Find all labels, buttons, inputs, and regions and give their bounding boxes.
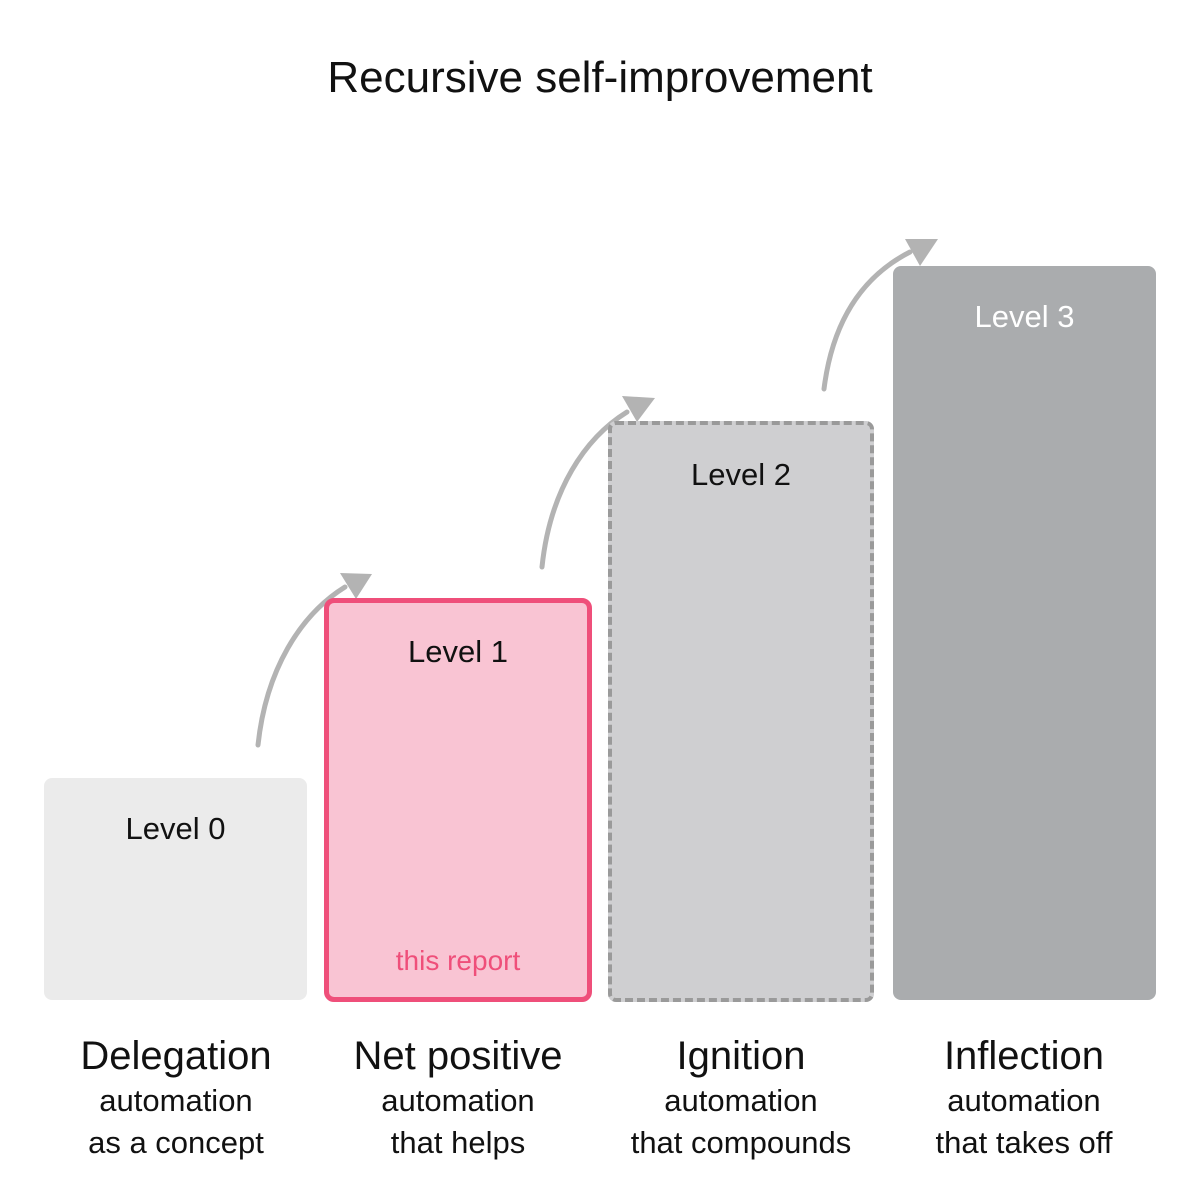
diagram-title: Recursive self-improvement xyxy=(327,53,873,102)
level-0-label: Level 0 xyxy=(125,811,226,846)
level-1-description-line-2: that helps xyxy=(390,1125,526,1160)
level-3-label: Level 3 xyxy=(974,299,1075,334)
level-0-description-line-2: as a concept xyxy=(88,1125,264,1160)
level-2-box: Level 2 xyxy=(608,421,874,1002)
level-3-name: Inflection xyxy=(943,1034,1105,1078)
arrowhead-icon xyxy=(905,239,938,266)
level-2-caption: Ignition automation that compounds xyxy=(591,1032,891,1164)
level-0-name: Delegation xyxy=(80,1034,272,1078)
level-1-note: this report xyxy=(395,945,521,976)
level-1-label: Level 1 xyxy=(408,634,508,669)
level-3-description-line-2: that takes off xyxy=(935,1125,1113,1160)
arrowhead-icon xyxy=(622,396,655,422)
level-0-caption: Delegation automation as a concept xyxy=(26,1032,326,1164)
level-1-description-line-1: automation xyxy=(381,1083,535,1118)
level-2-name: Ignition xyxy=(676,1034,806,1078)
level-2-label: Level 2 xyxy=(691,457,791,492)
level-1-name: Net positive xyxy=(353,1034,563,1078)
level-0-description-line-1: automation xyxy=(99,1083,253,1118)
level-1-box: Level 1 this report xyxy=(324,598,592,1002)
arrowhead-icon xyxy=(340,573,372,599)
level-3-description-line-1: automation xyxy=(947,1083,1101,1118)
level-0-box: Level 0 xyxy=(44,778,307,1000)
level-2-description-line-2: that compounds xyxy=(630,1125,852,1160)
level-2-description-line-1: automation xyxy=(664,1083,818,1118)
level-3-box: Level 3 xyxy=(893,266,1156,1000)
level-3-caption: Inflection automation that takes off xyxy=(874,1032,1174,1164)
level-1-caption: Net positive automation that helps xyxy=(308,1032,608,1164)
